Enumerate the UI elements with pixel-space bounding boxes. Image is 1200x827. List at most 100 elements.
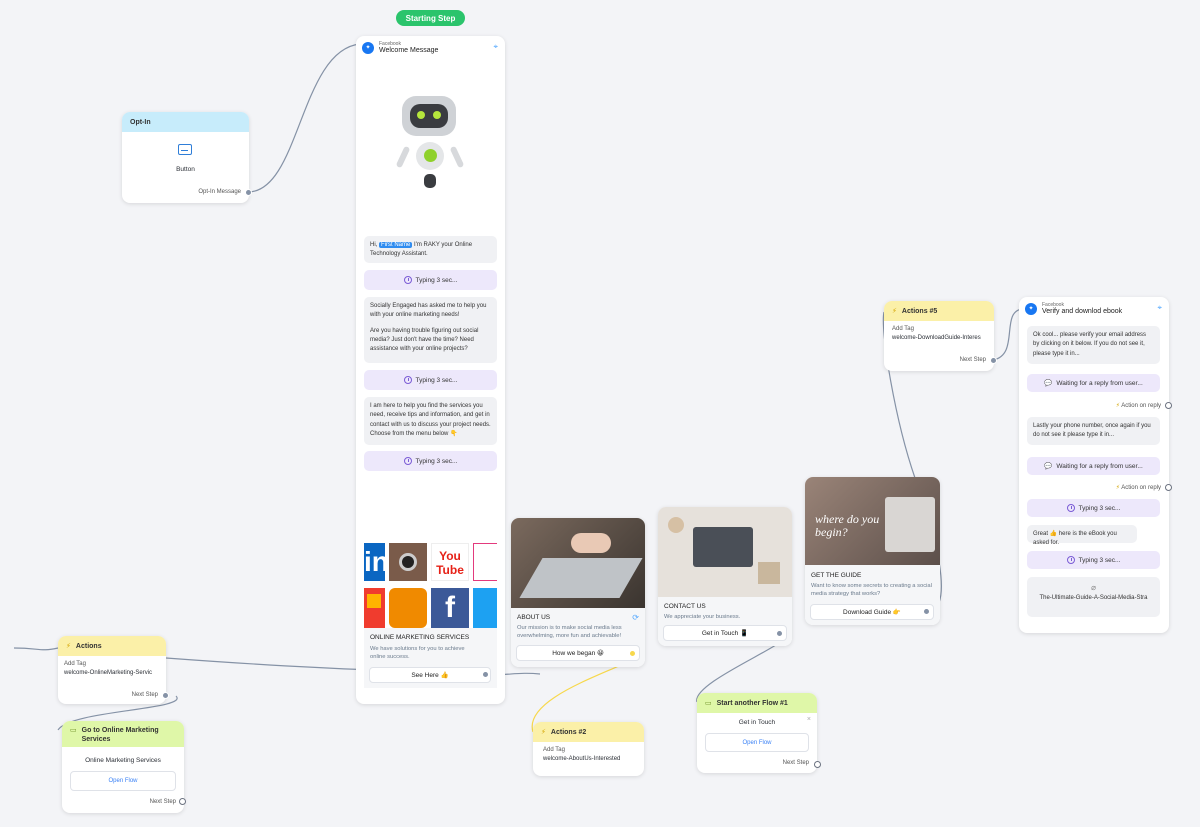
verify-bubble-1: Ok cool... please verify your email addr… [1027,326,1160,364]
clock-icon [1066,556,1075,564]
paperclip-icon: ⌀ [1091,583,1096,592]
clock-icon [1066,504,1075,512]
goto-header: ▭Go to Online Marketing Services [62,721,184,747]
typing-indicator-3: Typing 3 sec... [364,451,497,471]
actions-5-port-label: Next Step [959,357,986,363]
typing-indicator-2: Typing 3 sec... [1027,551,1160,569]
clock-icon [403,276,412,284]
services-card-subtitle: We have solutions for you to achieve onl… [370,646,465,661]
actions-2-node[interactable]: ⚡Actions #2 Add Tag welcome-AboutUs-Inte… [533,722,644,776]
optin-button-label: Button [176,166,195,173]
flow-icon: ▭ [70,727,77,734]
verify-bubble-3: Great 👍 here is the eBook you asked for. [1027,525,1137,546]
action-on-reply-1[interactable]: ⚡ Action on reply [1115,403,1161,409]
actions-5-port[interactable] [990,357,997,364]
action-on-reply-port-1[interactable] [1165,402,1172,409]
typing-indicator: Typing 3 sec... [1027,499,1160,517]
welcome-source: Facebook [379,41,401,47]
welcome-bubble-1: Hi, First Name I'm RAKY your Online Tech… [364,236,497,263]
clock-icon [403,457,412,465]
action-on-reply-2[interactable]: ⚡ Action on reply [1115,485,1161,491]
start-flow-header: ▭Start another Flow #1 [697,693,817,713]
how-we-began-port[interactable] [629,650,636,657]
actions-left-value: welcome-OnlineMarketing-Servic [64,670,153,676]
ebook-file-attachment[interactable]: ⌀ The-Ultimate-Guide-A-Social-Media-Stra [1027,577,1160,617]
welcome-message-node[interactable]: ✦ Facebook Welcome Message ⌖ Hi, First N… [356,36,505,704]
actions-5-node[interactable]: ⚡Actions #5 Add Tag welcome-DownloadGuid… [884,301,994,371]
start-flow-title: Get in Touch [738,719,776,726]
get-guide-card[interactable]: where do you begin? GET THE GUIDE Want t… [805,477,940,625]
contact-image [658,507,792,597]
get-in-touch-port[interactable] [776,630,783,637]
messenger-icon: ✦ [362,41,374,54]
welcome-bubble-2: Socially Engaged has asked me to help yo… [364,297,497,363]
youtube-logo: You Tube [431,543,469,581]
goto-flow-node[interactable]: ▭Go to Online Marketing Services Online … [62,721,184,813]
waiting-reply-1: 💬Waiting for a reply from user... [1027,374,1160,392]
contact-us-card[interactable]: CONTACT US We appreciate your business. … [658,507,792,646]
messenger-icon: ✦ [1025,302,1037,315]
how-we-began-button[interactable]: How we began 😀 [516,645,640,661]
button-icon [178,144,192,155]
marketing-logos-image: in You Tube f [364,543,497,628]
chat-icon: 💬 [1044,380,1053,387]
download-guide-port[interactable] [923,608,930,615]
lightning-icon: ⚡ [892,308,897,315]
about-us-card[interactable]: ABOUT US ⟳ Our mission is to make social… [511,518,645,667]
about-subtitle: Our mission is to make social media less… [517,625,622,640]
action-on-reply-port-2[interactable] [1165,484,1172,491]
welcome-bubble-3: I am here to help you find the services … [364,397,497,445]
lightning-icon: ⚡ [66,643,71,650]
actions-left-node[interactable]: ⚡Actions Add Tag welcome-OnlineMarketing… [58,636,166,704]
close-icon[interactable]: × [806,716,811,723]
verify-title: Verify and downlod ebook [1042,308,1123,315]
guide-title: GET THE GUIDE [811,572,862,579]
guide-image: where do you begin? [805,477,940,565]
start-flow-node[interactable]: ▭Start another Flow #1 × Get in Touch Op… [697,693,817,773]
tag-icon[interactable]: ⌖ [493,42,498,51]
verify-header: ✦ Facebook Verify and downlod ebook [1019,297,1169,320]
link-icon: ⟳ [632,613,639,622]
start-flow-port-label: Next Step [782,760,809,766]
first-name-chip[interactable]: First Name [379,242,413,248]
goto-port[interactable] [179,798,186,805]
actions-2-label: Add Tag [543,747,565,753]
typing-indicator-2: Typing 3 sec... [364,370,497,390]
goto-title: Online Marketing Services [85,757,161,764]
actions-2-header: ⚡Actions #2 [533,722,644,742]
guide-subtitle: Want to know some secrets to creating a … [811,583,932,598]
actions-left-label: Add Tag [64,661,86,667]
actions-left-header: ⚡Actions [58,636,166,656]
actions-5-value: welcome-DownloadGuide-Interes [892,335,981,341]
about-title: ABOUT US [517,614,551,621]
starting-step-badge: Starting Step [396,10,465,26]
typing-indicator-1: Typing 3 sec... [364,270,497,290]
optin-header: Opt-In [122,112,249,132]
waiting-reply-2: 💬Waiting for a reply from user... [1027,457,1160,475]
see-here-port[interactable] [482,671,489,678]
optin-port-label: Opt-In Message [198,189,241,195]
see-here-button[interactable]: See Here 👍 [369,667,491,683]
welcome-header: ✦ Facebook Welcome Message [356,36,505,59]
optin-node[interactable]: Opt-In Button Opt-In Message [122,112,249,203]
lightning-icon: ⚡ [541,729,546,736]
open-flow-button[interactable]: Open Flow [70,771,176,791]
actions-left-port[interactable] [162,692,169,699]
welcome-title: Welcome Message [379,47,439,54]
flow-icon: ▭ [705,700,712,707]
open-flow-button[interactable]: Open Flow [705,733,809,752]
contact-title: CONTACT US [664,603,706,610]
start-flow-port[interactable] [814,761,821,768]
actions-left-port-label: Next Step [131,692,158,698]
actions-2-value: welcome-AboutUs-Interested [543,756,621,762]
download-guide-button[interactable]: Download Guide 👉 [810,604,934,620]
clock-icon [403,376,412,384]
optin-port[interactable] [245,189,252,196]
goto-port-label: Next Step [149,799,176,805]
actions-5-header: ⚡Actions #5 [884,301,994,321]
chat-icon: 💬 [1044,463,1053,470]
tag-icon[interactable]: ⌖ [1157,303,1162,312]
get-in-touch-button[interactable]: Get in Touch 📱 [663,625,787,641]
verify-source: Facebook [1042,302,1064,308]
verify-node[interactable]: ✦ Facebook Verify and downlod ebook ⌖ Ok… [1019,297,1169,633]
